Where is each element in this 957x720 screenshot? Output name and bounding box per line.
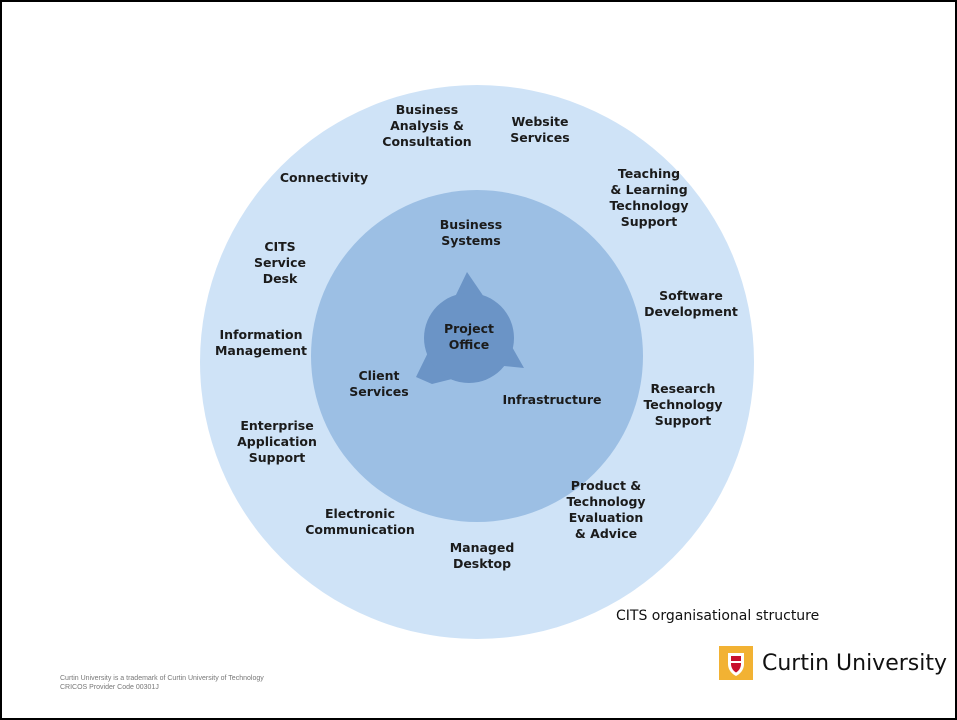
curtin-shield-icon — [719, 646, 753, 680]
logo-text: Curtin University — [762, 650, 948, 676]
center-circle — [424, 293, 514, 383]
diagram-caption: CITS organisational structure — [616, 608, 820, 624]
label-infrastructure: Infrastructure — [503, 392, 602, 407]
label-connectivity: Connectivity — [280, 170, 368, 185]
footer-cricos: CRICOS Provider Code 00301J — [60, 684, 159, 691]
footer-trademark: Curtin University is a trademark of Curt… — [60, 675, 264, 682]
footer-legal: Curtin University is a trademark of Curt… — [60, 674, 264, 692]
curtin-logo: Curtin University — [719, 646, 947, 680]
